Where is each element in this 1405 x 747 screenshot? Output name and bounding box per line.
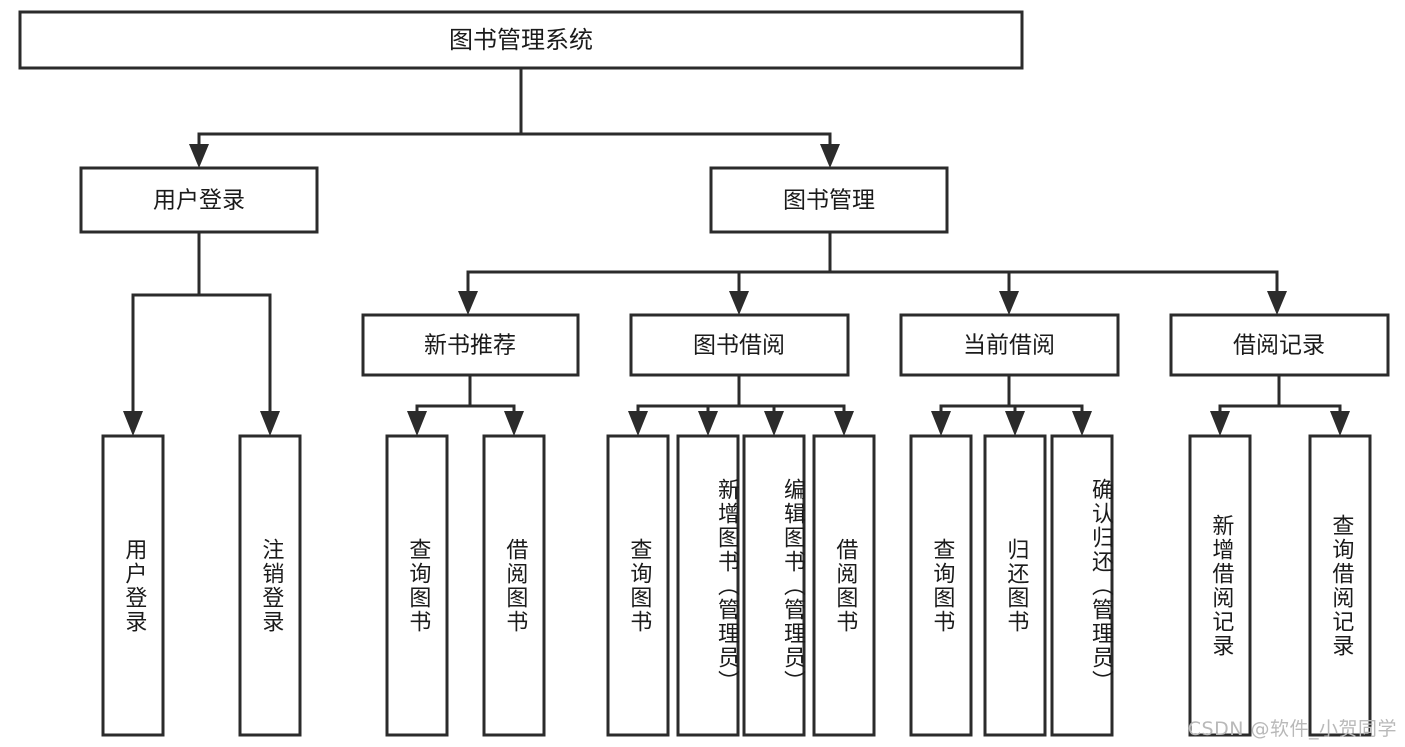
arrow-head-leaf-query-book-2: [628, 411, 648, 436]
node-leaf-logout[interactable]: [238, 434, 302, 737]
node-root[interactable]: [18, 10, 1024, 70]
arrow-head-leaf-return-book: [1005, 411, 1025, 436]
node-leaf-query-book-1[interactable]: [385, 434, 449, 737]
node-new-book-recommend-label: 新书推荐: [424, 333, 516, 359]
node-borrow-record[interactable]: [1169, 313, 1390, 377]
node-root-label: 图书管理系统: [449, 26, 593, 54]
node-book-manage[interactable]: [709, 166, 949, 234]
csdn-watermark: CSDN @软件_小贺同学: [1187, 718, 1397, 740]
node-current-borrow-label: 当前借阅: [963, 333, 1055, 359]
arrow-head-user-login: [189, 144, 209, 168]
arrow-head-leaf-query-record: [1330, 411, 1350, 436]
arrow-head-leaf-borrow-book-1: [504, 411, 524, 436]
node-leaf-borrow-book-2[interactable]: [812, 434, 876, 737]
node-current-borrow[interactable]: [899, 313, 1120, 377]
arrow-head-new-book-recommend: [458, 291, 478, 315]
node-leaf-add-record[interactable]: [1188, 434, 1252, 737]
node-leaf-confirm-return[interactable]: [1050, 434, 1114, 737]
node-user-login-label: 用户登录: [153, 188, 245, 214]
node-leaf-query-book-3[interactable]: [909, 434, 973, 737]
node-user-login[interactable]: [79, 166, 319, 234]
node-leaf-add-book[interactable]: [676, 434, 740, 737]
arrow-head-book-borrow: [729, 291, 749, 315]
node-book-borrow-label: 图书借阅: [693, 333, 785, 359]
node-leaf-edit-book[interactable]: [742, 434, 806, 737]
arrow-head-leaf-confirm-return: [1072, 411, 1092, 436]
node-leaf-return-book[interactable]: [983, 434, 1047, 737]
node-new-book-recommend[interactable]: [361, 313, 580, 377]
node-borrow-record-label: 借阅记录: [1233, 333, 1325, 359]
node-boxes: 图书管理系统 用户登录 图书管理 新书推荐 图书借阅 当前借阅 借阅记录: [18, 10, 1390, 737]
arrow-head-book-manage: [820, 144, 840, 168]
arrow-head-leaf-add-book: [698, 411, 718, 436]
node-leaf-query-book-2[interactable]: [606, 434, 670, 737]
arrow-head-current-borrow: [999, 291, 1019, 315]
arrow-head-leaf-user-login: [123, 411, 143, 436]
node-leaf-user-login[interactable]: [101, 434, 165, 737]
arrow-head-leaf-logout: [260, 411, 280, 436]
arrow-head-leaf-edit-book: [764, 411, 784, 436]
arrow-head-leaf-query-book-1: [407, 411, 427, 436]
node-leaf-borrow-book-1[interactable]: [482, 434, 546, 737]
node-book-manage-label: 图书管理: [783, 188, 875, 214]
node-book-borrow[interactable]: [629, 313, 850, 377]
arrow-head-leaf-borrow-book-2: [834, 411, 854, 436]
connector-lines: [123, 66, 1350, 436]
arrow-head-leaf-query-book-3: [931, 411, 951, 436]
node-leaf-query-record[interactable]: [1308, 434, 1372, 737]
arrow-head-borrow-record: [1267, 291, 1287, 315]
arrow-head-leaf-add-record: [1210, 411, 1230, 436]
